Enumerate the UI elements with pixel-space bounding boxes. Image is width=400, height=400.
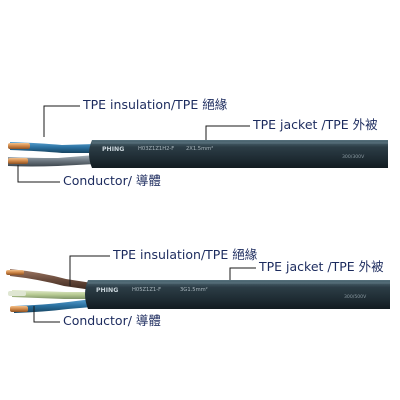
cable-print-size: 3G1.5mm²	[180, 287, 208, 293]
label-insulation: TPE insulation/TPE 絕緣	[83, 97, 228, 112]
cable-print-brand: PHING	[96, 287, 118, 294]
copper-strands-brown	[6, 270, 24, 275]
copper-strands-green-yellow	[8, 291, 26, 296]
core-blue	[8, 142, 95, 153]
leader-jacket	[205, 125, 250, 140]
cable-print-size: 2X1.5mm²	[186, 146, 213, 152]
cable-jacket	[85, 280, 390, 309]
copper-strands-blue	[10, 306, 28, 312]
cable-print-voltage: 300/300V	[342, 154, 365, 160]
core-blue	[10, 299, 92, 313]
core-brown	[6, 269, 92, 290]
cable-print-code: H05Z1Z1-F	[132, 287, 161, 293]
cable-print-brand: PHING	[102, 146, 124, 153]
cable-print-voltage: 300/500V	[344, 294, 367, 300]
leader-insulation	[69, 255, 110, 286]
label-jacket: TPE jacket /TPE 外被	[259, 259, 384, 274]
core-grey	[8, 155, 95, 167]
cable-jacket	[89, 140, 388, 168]
cable-print-code: H03Z1Z1H2-F	[138, 146, 174, 152]
leader-conductor	[17, 165, 60, 183]
leader-jacket	[229, 267, 256, 280]
copper-strands-blue	[8, 143, 30, 149]
core-green-yellow	[8, 290, 92, 299]
label-conductor: Conductor/ 導體	[63, 173, 161, 188]
cable-2-core: PHING H03Z1Z1H2-F 2X1.5mm² 300/300V	[8, 105, 388, 183]
cable-3-core: PHING H05Z1Z1-F 3G1.5mm² 300/500V	[6, 255, 390, 323]
label-conductor: Conductor/ 導體	[63, 313, 161, 328]
copper-strands-grey	[8, 158, 28, 164]
label-jacket: TPE jacket /TPE 外被	[253, 117, 378, 132]
label-insulation: TPE insulation/TPE 絕緣	[113, 247, 258, 262]
leader-insulation	[43, 105, 80, 137]
leader-conductor	[33, 306, 60, 323]
